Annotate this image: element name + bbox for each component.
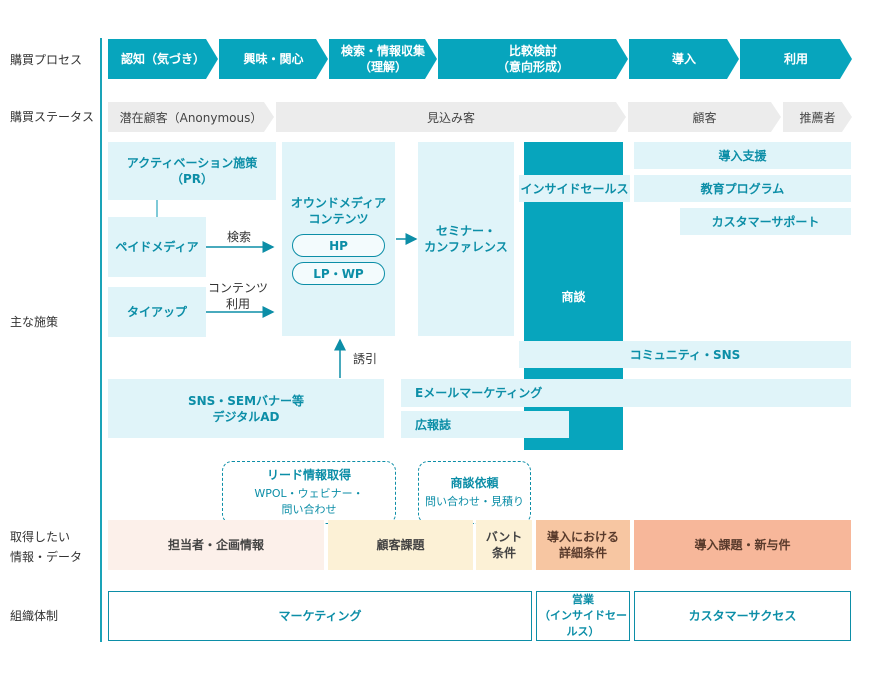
lp-wp-pill: LP・WP <box>292 262 385 285</box>
owned-media-label: オウンドメディア コンテンツ <box>290 196 387 226</box>
process-step-search: 検索・情報収集 （理解） <box>329 39 437 79</box>
publicity-measure: 広報誌 <box>401 411 569 438</box>
lead-acquisition-detail: WPOL・ウェビナー・ 問い合わせ <box>254 487 364 516</box>
process-step-usage: 利用 <box>740 39 852 79</box>
info-bant-conditions: バント 条件 <box>476 520 532 570</box>
row-label-info: 取得したい 情報・データ <box>10 530 83 564</box>
row-label-process: 購買プロセス <box>10 53 83 67</box>
hp-pill: HP <box>292 234 385 257</box>
inside-sales-measure: インサイドセールス <box>519 175 630 202</box>
process-step-adoption: 導入 <box>629 39 739 79</box>
search-label: 検索 <box>226 230 251 244</box>
paid-media-measure: ペイドメディア <box>108 217 206 277</box>
axis-divider-line <box>100 38 102 642</box>
lead-acquisition-title: リード情報取得 <box>266 468 351 482</box>
seminar-measure: セミナー・ カンファレンス <box>418 142 514 336</box>
process-step-awareness: 認知（気づき） <box>108 39 218 79</box>
row-label-status: 購買ステータス <box>10 110 95 124</box>
row-label-measures: 主な施策 <box>10 315 59 329</box>
activation-measure: アクティベーション施策 （PR） <box>108 142 276 200</box>
owned-media-measure: オウンドメディア コンテンツ HP LP・WP <box>282 142 395 336</box>
status-step-customer: 顧客 <box>628 102 781 132</box>
org-customer-success: カスタマーサクセス <box>634 591 851 641</box>
education-measure: 教育プログラム <box>634 175 851 202</box>
intro-support-measure: 導入支援 <box>634 142 851 169</box>
row-label-org: 組織体制 <box>10 609 59 623</box>
info-detailed-conditions: 導入における 詳細条件 <box>536 520 630 570</box>
process-step-interest: 興味・関心 <box>219 39 328 79</box>
sns-sem-measure: SNS・SEMバナー等 デジタルAD <box>108 379 384 438</box>
process-step-compare: 比較検討 （意向形成） <box>438 39 628 79</box>
status-step-prospect: 見込み客 <box>276 102 626 132</box>
info-customer-issues: 顧客課題 <box>328 520 473 570</box>
lead-acquisition-box: リード情報取得 WPOL・ウェビナー・ 問い合わせ <box>222 461 396 524</box>
status-step-advocate: 推薦者 <box>783 102 852 132</box>
tie-up-measure: タイアップ <box>108 287 206 337</box>
content-use-label: コンテンツ 利用 <box>207 281 268 311</box>
community-measure: コミュニティ・SNS <box>519 341 851 368</box>
info-adoption-issues: 導入課題・新与件 <box>634 520 851 570</box>
org-sales: 営業 （インサイドセールス） <box>536 591 630 641</box>
org-marketing: マーケティング <box>108 591 532 641</box>
email-measure: Eメールマーケティング <box>401 379 851 407</box>
induce-label: 誘引 <box>352 352 377 366</box>
info-person-plan: 担当者・企画情報 <box>108 520 324 570</box>
customer-support-measure: カスタマーサポート <box>680 208 851 235</box>
deal-request-title: 商談依頼 <box>450 476 499 490</box>
deal-request-box: 商談依頼 問い合わせ・見積り <box>418 461 531 524</box>
deal-request-detail: 問い合わせ・見積り <box>425 495 524 508</box>
status-step-anonymous: 潜在顧客（Anonymous） <box>108 102 274 132</box>
